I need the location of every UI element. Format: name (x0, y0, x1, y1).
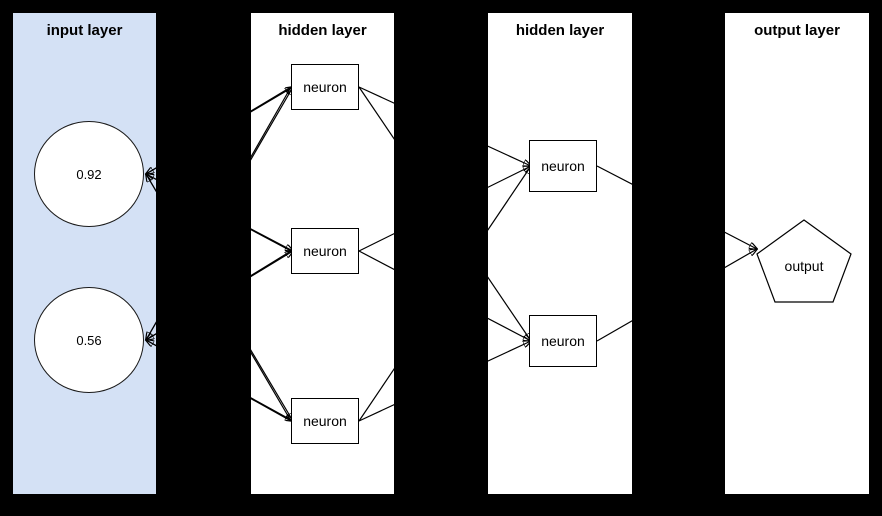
input-node-1-label: 0.92 (76, 166, 102, 182)
hidden1-node-2[interactable]: neuron (291, 228, 359, 274)
layer-title-input: input layer (46, 22, 123, 39)
layer-panel-hidden-2 (487, 12, 633, 495)
input-node-1[interactable]: 0.92 (34, 121, 144, 227)
gutter-left (0, 0, 12, 516)
gutter-top (0, 0, 882, 12)
layer-title-hidden-2: hidden layer (515, 22, 605, 39)
output-node-label: output (784, 258, 824, 274)
layer-title-hidden-1: hidden layer (278, 22, 367, 39)
gutter-bottom (0, 496, 882, 516)
hidden1-node-3[interactable]: neuron (291, 398, 359, 444)
hidden2-node-2[interactable]: neuron (529, 315, 597, 367)
hidden1-node-1-label: neuron (303, 79, 347, 95)
input-node-2[interactable]: 0.56 (34, 287, 144, 393)
hidden1-node-1[interactable]: neuron (291, 64, 359, 110)
layer-title-output: output layer (754, 22, 840, 39)
layer-panel-input (12, 12, 157, 495)
output-node[interactable]: output (755, 218, 853, 304)
hidden2-node-1-label: neuron (541, 158, 585, 174)
hidden1-node-3-label: neuron (303, 413, 347, 429)
gutter-3 (634, 0, 723, 516)
pentagon-shape (756, 219, 852, 303)
hidden2-node-2-label: neuron (541, 333, 585, 349)
gutter-2 (396, 0, 486, 516)
hidden2-node-1[interactable]: neuron (529, 140, 597, 192)
gutter-1 (158, 0, 249, 516)
gutter-right (871, 0, 882, 516)
input-node-2-label: 0.56 (76, 332, 102, 348)
hidden1-node-2-label: neuron (303, 243, 347, 259)
